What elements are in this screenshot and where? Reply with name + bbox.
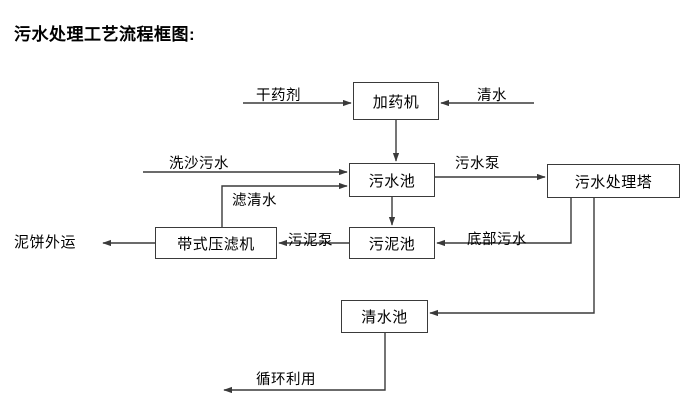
edge-tower-to-sludge-pool: [436, 198, 572, 247]
edge-clear-pool-to-recycle: [223, 333, 386, 394]
label-dry-agent: 干药剂: [256, 88, 301, 104]
edge-tower-to-clear-pool: [429, 198, 595, 317]
label-sewage-pump: 污水泵: [455, 156, 500, 172]
node-label: 清水池: [361, 309, 408, 326]
node-label: 加药机: [372, 93, 420, 111]
node-label: 污水处理塔: [574, 173, 653, 191]
node-clear-water-pool[interactable]: 清水池: [341, 300, 428, 333]
label-bottom-sewage: 底部污水: [467, 232, 527, 248]
node-treatment-tower[interactable]: 污水处理塔: [547, 164, 680, 198]
node-sludge-pool[interactable]: 污泥池: [349, 227, 435, 259]
label-sludge-pump: 污泥泵: [288, 233, 333, 249]
label-mud-cake-transport: 泥饼外运: [14, 234, 77, 251]
node-label: 污水池: [368, 172, 416, 190]
label-clean-water: 清水: [477, 88, 507, 104]
label-filtrate-water: 滤清水: [232, 193, 277, 209]
node-label: 污泥池: [368, 235, 416, 253]
node-label: 带式压滤机: [177, 235, 255, 253]
label-wash-sand-sewage: 洗沙污水: [169, 156, 229, 172]
node-sewage-pool[interactable]: 污水池: [349, 163, 435, 197]
edge-filtrate-to-sewage-pool: [221, 182, 348, 227]
label-recycle-use: 循环利用: [256, 372, 316, 388]
node-dosing-machine[interactable]: 加药机: [353, 82, 439, 120]
page-title: 污水处理工艺流程框图:: [14, 25, 196, 44]
node-belt-filter-press[interactable]: 带式压滤机: [155, 227, 277, 259]
